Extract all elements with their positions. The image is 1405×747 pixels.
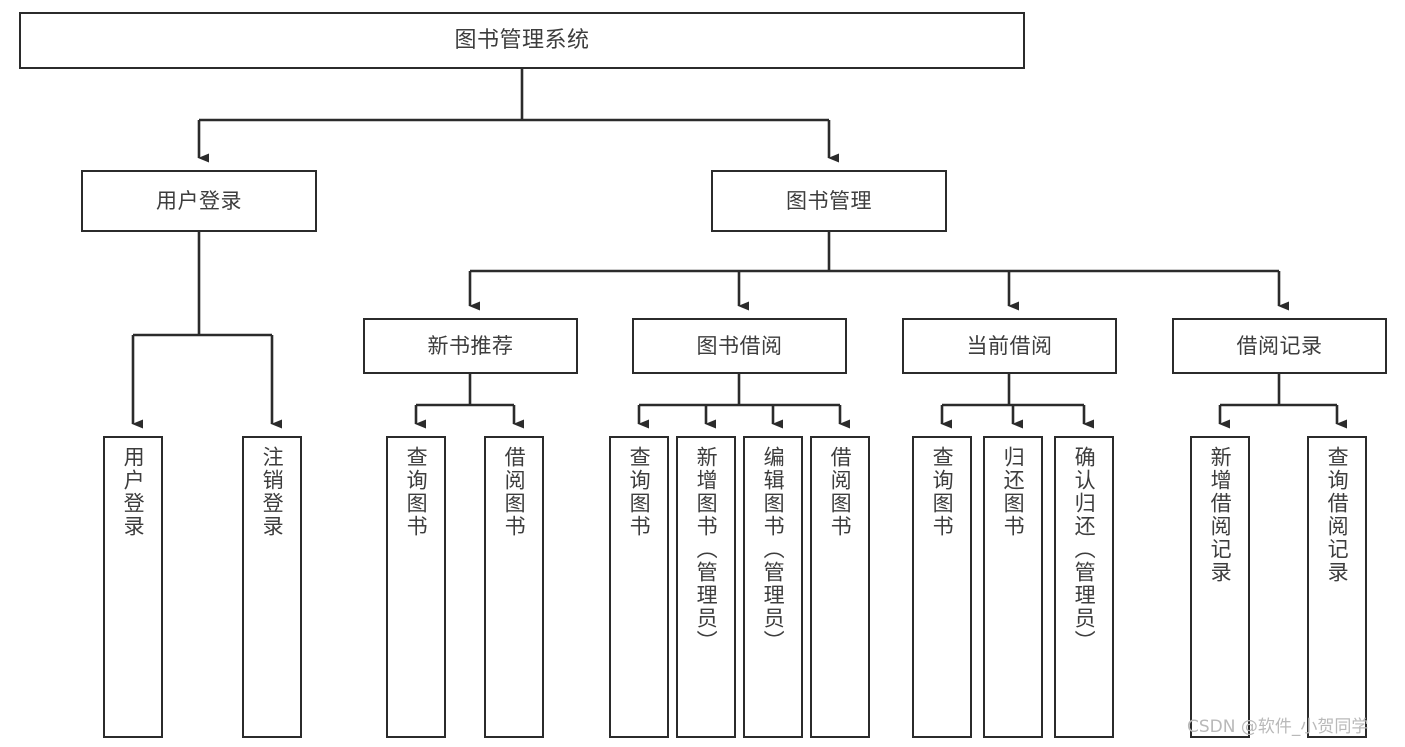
node-leaf-return-book[interactable]: 归还图书 <box>983 436 1043 738</box>
node-label: 用户登录 <box>121 446 146 538</box>
node-label: 确认归还（管理员） <box>1072 446 1097 653</box>
node-leaf-query-book-3[interactable]: 查询图书 <box>912 436 972 738</box>
node-label: 借阅图书 <box>502 446 527 538</box>
node-leaf-borrow-book-2[interactable]: 借阅图书 <box>810 436 870 738</box>
node-label: 查询图书 <box>930 446 955 538</box>
node-label: 新书推荐 <box>427 333 514 358</box>
node-leaf-query-book-2[interactable]: 查询图书 <box>609 436 669 738</box>
node-root-system[interactable]: 图书管理系统 <box>19 12 1025 69</box>
node-leaf-query-book-1[interactable]: 查询图书 <box>386 436 446 738</box>
node-leaf-user-login[interactable]: 用户登录 <box>103 436 163 738</box>
node-label: 编辑图书（管理员） <box>761 446 786 653</box>
node-current-borrow[interactable]: 当前借阅 <box>902 318 1117 374</box>
node-leaf-confirm-return[interactable]: 确认归还（管理员） <box>1054 436 1114 738</box>
node-label: 注销登录 <box>260 446 285 538</box>
node-book-borrow[interactable]: 图书借阅 <box>632 318 847 374</box>
node-leaf-borrow-book-1[interactable]: 借阅图书 <box>484 436 544 738</box>
node-label: 借阅图书 <box>828 446 853 538</box>
node-book-manage[interactable]: 图书管理 <box>711 170 947 232</box>
node-leaf-query-borrow-record[interactable]: 查询借阅记录 <box>1307 436 1367 738</box>
watermark: CSDN @软件_小贺同学 <box>1187 717 1369 737</box>
node-label: 查询借阅记录 <box>1325 446 1350 584</box>
node-leaf-user-logout[interactable]: 注销登录 <box>242 436 302 738</box>
node-label: 用户登录 <box>156 188 242 213</box>
node-leaf-add-book[interactable]: 新增图书（管理员） <box>676 436 736 738</box>
node-label: 借阅记录 <box>1236 333 1323 358</box>
node-leaf-edit-book[interactable]: 编辑图书（管理员） <box>743 436 803 738</box>
node-label: 查询图书 <box>627 446 652 538</box>
node-label: 图书管理 <box>786 188 872 213</box>
node-new-book-recommend[interactable]: 新书推荐 <box>363 318 578 374</box>
node-label: 图书管理系统 <box>454 27 590 53</box>
node-label: 图书借阅 <box>696 333 783 358</box>
node-label: 新增图书（管理员） <box>694 446 719 653</box>
node-label: 新增借阅记录 <box>1208 446 1233 584</box>
node-label: 当前借阅 <box>966 333 1053 358</box>
node-borrow-record[interactable]: 借阅记录 <box>1172 318 1387 374</box>
node-leaf-add-borrow-record[interactable]: 新增借阅记录 <box>1190 436 1250 738</box>
node-user-login[interactable]: 用户登录 <box>81 170 317 232</box>
node-label: 查询图书 <box>404 446 429 538</box>
node-label: 归还图书 <box>1001 446 1026 538</box>
